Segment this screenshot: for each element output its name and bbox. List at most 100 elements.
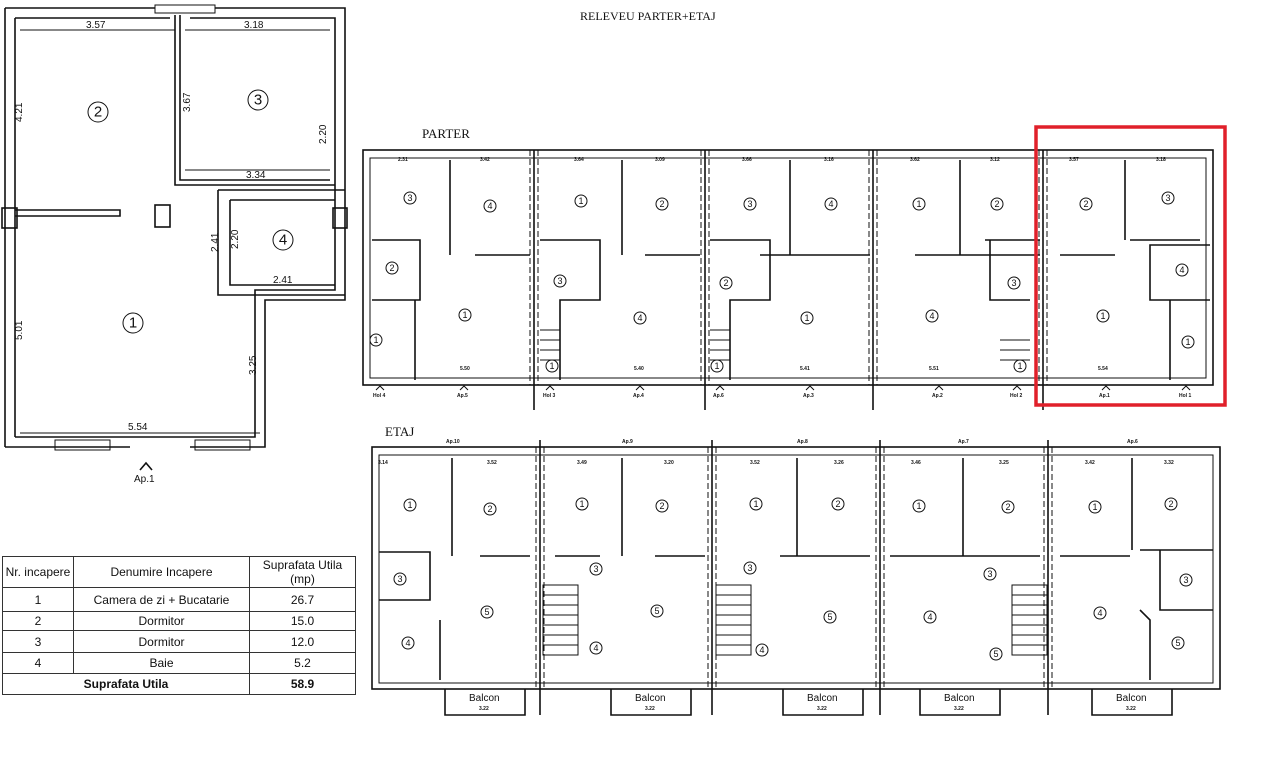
entrance-arrow-icon (715, 385, 725, 391)
entrance-arrow-icon (635, 385, 645, 391)
room-number: 2 (659, 501, 664, 511)
dim-label: 3.67 (182, 92, 193, 112)
room-number-circle (912, 499, 926, 513)
dim-label: 3.22 (645, 706, 655, 712)
dim-label: 5.01 (14, 320, 25, 340)
room-number: 4 (927, 612, 932, 622)
dim-label: 3.32 (1164, 460, 1174, 466)
room-number: 2 (1168, 499, 1173, 509)
room-number: 2 (487, 504, 492, 514)
dim-label: 3.52 (487, 460, 497, 466)
room-number: 4 (759, 645, 764, 655)
detail-plan-walls (1, 4, 348, 451)
dim-label: 3.16 (824, 157, 834, 163)
room-number-circle (823, 610, 837, 624)
room-number-circle (401, 636, 415, 650)
entrance-arrow-icon (139, 461, 153, 471)
dim-label: 4.21 (14, 102, 25, 122)
dim-label: 3.22 (1126, 706, 1136, 712)
room-number: 2 (1083, 199, 1088, 209)
room-number: 3 (1165, 193, 1170, 203)
dim-label: 3.14 (378, 460, 388, 466)
detail-plan-dims: 3.57 3.18 4.21 3.67 2.20 3.34 2.41 2.20 … (14, 20, 330, 434)
dim-label: 3.57 (86, 20, 106, 31)
entrance-arrow-icon (1101, 385, 1111, 391)
detail-apartment-label: Ap.1 (134, 474, 155, 485)
room-number-circle (483, 199, 497, 213)
room-number: 2 (1005, 502, 1010, 512)
room-number: 4 (1097, 608, 1102, 618)
room-number-circle (403, 191, 417, 205)
room-number-circle (87, 101, 109, 123)
balcony-label: Balcon (1116, 693, 1147, 704)
room-number: 4 (279, 232, 287, 249)
entrance-arrow-icon (375, 385, 385, 391)
dim-label: 3.57 (1069, 157, 1079, 163)
room-number-circle (1079, 197, 1093, 211)
cell-name: Camera de zi + Bucatarie (73, 587, 250, 612)
room-number-circle (1013, 359, 1027, 373)
room-number-circle (650, 604, 664, 618)
room-number-circle (719, 276, 733, 290)
room-number-circle (575, 497, 589, 511)
room-number-circle (743, 197, 757, 211)
room-number: 3 (747, 563, 752, 573)
dim-label: 3.18 (244, 20, 264, 31)
room-number-circle (385, 261, 399, 275)
dim-label: 3.42 (1085, 460, 1095, 466)
room-number-circle (483, 502, 497, 516)
entrance-label: Hol 1 (1179, 393, 1191, 399)
dim-label: 5.54 (1098, 366, 1108, 372)
entrance-arrow-icon (805, 385, 815, 391)
dim-label: 3.42 (480, 157, 490, 163)
room-number: 1 (1017, 361, 1022, 371)
room-number-circle (989, 647, 1003, 661)
dim-label: 3.25 (248, 355, 259, 375)
dim-label: 3.18 (1156, 157, 1166, 163)
room-number-circle (710, 359, 724, 373)
room-number-circle (1181, 335, 1195, 349)
room-number: 1 (129, 315, 137, 332)
entrance-label: Ap.1 (1099, 393, 1110, 399)
balcony-label: Balcon (944, 693, 975, 704)
balcony-label: Balcon (807, 693, 838, 704)
room-number: 4 (828, 199, 833, 209)
room-number: 5 (993, 649, 998, 659)
room-number-circle (1161, 191, 1175, 205)
dim-label: 2.20 (318, 124, 329, 144)
room-number-circle (1096, 309, 1110, 323)
cell-nr: 1 (2, 587, 74, 612)
room-number-circle (247, 89, 269, 111)
room-number-circle (990, 197, 1004, 211)
section-label-parter: PARTER (422, 126, 470, 141)
room-number-circle (574, 194, 588, 208)
room-number-circle (1175, 263, 1189, 277)
entrance-label: Ap.3 (803, 393, 814, 399)
room-number-circle (925, 309, 939, 323)
room-number: 3 (407, 193, 412, 203)
balcony-label: Balcon (469, 693, 500, 704)
room-number: 4 (405, 638, 410, 648)
room-number: 5 (654, 606, 659, 616)
cell-area: 26.7 (249, 587, 356, 612)
room-number: 1 (579, 499, 584, 509)
entrance-label: Hol 3 (543, 393, 555, 399)
room-number: 1 (462, 310, 467, 320)
room-number-circle (369, 333, 383, 347)
entrance-label: Ap.4 (633, 393, 644, 399)
room-number: 2 (994, 199, 999, 209)
entrance-arrow-icon (934, 385, 944, 391)
entrance-arrow-icon (1181, 385, 1191, 391)
dim-label: 2.31 (398, 157, 408, 163)
apartment-label: Ap.10 (446, 439, 460, 445)
apartment-label: Ap.7 (958, 439, 969, 445)
dim-label: 2.41 (210, 232, 221, 252)
header-area: Suprafata Utila (mp) (249, 556, 356, 588)
highlight-box-ap1 (1034, 125, 1227, 407)
drawing-title: RELEVEU PARTER+ETAJ (580, 9, 716, 23)
room-number: 4 (593, 643, 598, 653)
dim-label: 3.25 (999, 460, 1009, 466)
